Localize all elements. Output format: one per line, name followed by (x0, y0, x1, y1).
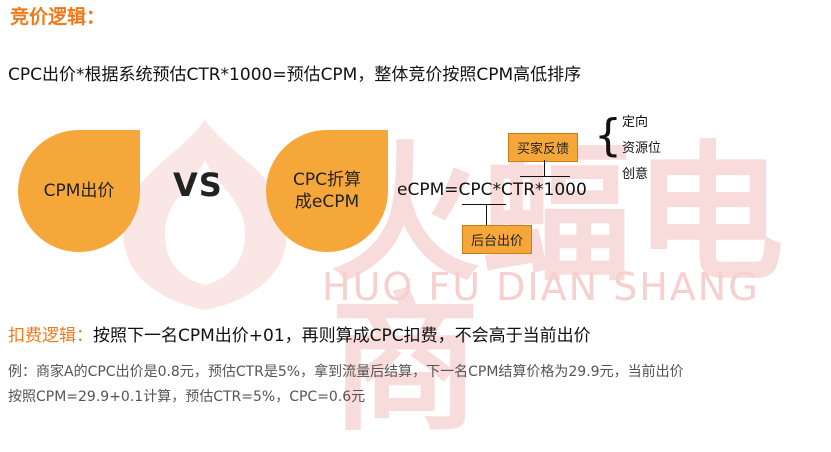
connector-top-horizontal (520, 176, 570, 177)
deduction-logic: 扣费逻辑：按照下一名CPM出价+01，再则算成CPC扣费，不会高于当前出价 (8, 321, 591, 346)
connector-bottom-vertical (486, 204, 487, 225)
vs-label: VS (173, 166, 223, 204)
bidding-formula: CPC出价*根据系统预估CTR*1000=预估CPM，整体竞价按照CPM高低排序 (8, 65, 582, 85)
factor-item: 资源位 (622, 141, 662, 156)
watermark-english: HUO FU DIAN SHANG (322, 265, 760, 309)
example-line-2: 按照CPM=29.9+0.1计算，预估CTR=5%，CPC=0.6元 (8, 389, 366, 405)
deduction-label: 扣费逻辑： (8, 326, 93, 346)
connector-top-vertical (544, 160, 545, 176)
cpc-ecpm-line2: 成eCPM (294, 192, 360, 212)
cpc-ecpm-line1: CPC折算 (293, 169, 361, 190)
section-title: 竞价逻辑： (10, 6, 106, 28)
connector-bottom-horizontal (462, 204, 506, 205)
backend-bid-box: 后台出价 (462, 225, 533, 254)
factor-item: 创意 (622, 167, 649, 182)
watermark-chinese: 火蝠电商 (330, 128, 787, 452)
factor-list: 定向 资源位 创意 (622, 110, 661, 188)
example-text: 例：商家A的CPC出价是0.8元，预估CTR是5%，拿到流量后结算，下一名CPM… (8, 360, 823, 410)
watermark-logo (123, 120, 287, 310)
ecpm-formula: eCPM=CPC*CTR*1000 (397, 180, 587, 200)
cpm-bid-label: CPM出价 (43, 180, 115, 201)
cpm-bid-drop: CPM出价 (18, 130, 140, 252)
curly-brace: { (594, 110, 622, 161)
buyer-feedback-box: 买家反馈 (508, 133, 579, 162)
cpc-ecpm-drop: CPC折算 成eCPM (266, 130, 388, 252)
factor-item: 定向 (622, 115, 649, 130)
example-line-1: 例：商家A的CPC出价是0.8元，预估CTR是5%，拿到流量后结算，下一名CPM… (8, 364, 684, 380)
deduction-text: 按照下一名CPM出价+01，再则算成CPC扣费，不会高于当前出价 (93, 326, 591, 346)
